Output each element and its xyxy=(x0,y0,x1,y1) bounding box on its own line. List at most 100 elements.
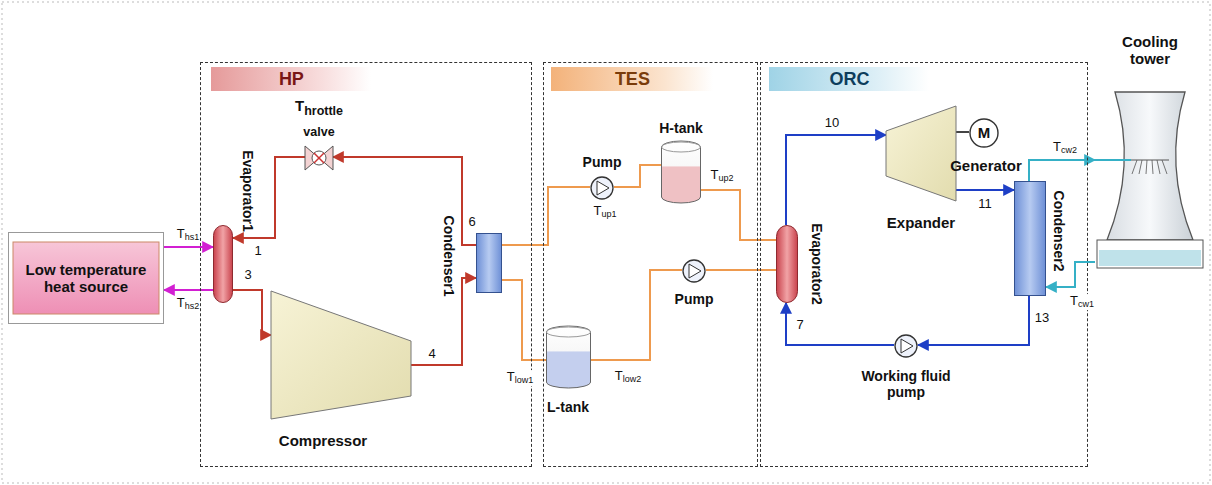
flow-line xyxy=(706,269,776,271)
component-shape xyxy=(305,145,333,171)
component-label: Compressor xyxy=(279,432,367,449)
component-pump: Pump xyxy=(682,259,706,283)
component-shape xyxy=(271,291,411,419)
temperature-label: Tcw1 xyxy=(1069,294,1095,310)
state-point-number: 10 xyxy=(824,116,840,130)
component-label: Pump xyxy=(583,154,622,170)
shape-part xyxy=(1099,250,1201,266)
shape-part xyxy=(477,234,502,293)
flow-line xyxy=(956,189,1014,191)
shape-part xyxy=(777,226,798,303)
shape-part xyxy=(1107,92,1193,240)
component-shape xyxy=(1014,181,1046,296)
component-cond: Condenser2 xyxy=(1014,181,1046,296)
shape-part xyxy=(886,106,956,201)
component-exp: Expander xyxy=(886,106,956,201)
shape-part xyxy=(1139,160,1142,174)
component-label: Low temperature heat source xyxy=(18,261,154,296)
state-point-number: 7 xyxy=(795,318,804,332)
component-label: Throttle valve xyxy=(283,97,355,140)
component-label: Condenser1 xyxy=(441,216,457,297)
shape-part xyxy=(662,142,701,152)
subscript: hs1 xyxy=(185,232,200,242)
subscript: up1 xyxy=(601,209,616,219)
component-label: Pump xyxy=(675,291,714,307)
flow-line xyxy=(956,131,969,133)
shape-part xyxy=(547,326,591,388)
temperature-label: Tcw2 xyxy=(1052,140,1078,156)
shape-part xyxy=(312,151,326,165)
component-pump: Working fluid pump xyxy=(894,334,918,358)
shape-part xyxy=(1015,182,1046,296)
flow-line xyxy=(502,280,546,360)
subscript: low2 xyxy=(623,374,642,384)
component-evap: Evaporator1 xyxy=(213,225,233,303)
group-header: ORC xyxy=(769,67,929,91)
state-point-number: 4 xyxy=(427,347,436,361)
component-label: M xyxy=(978,124,991,141)
component-shape xyxy=(1095,92,1205,270)
shape-part xyxy=(547,327,591,337)
shape-part xyxy=(1097,240,1203,268)
state-point-number: 1 xyxy=(253,244,262,258)
component-label: Condenser2 xyxy=(1051,191,1067,272)
component-tower: Cooling tower xyxy=(1095,92,1205,270)
state-point-number: 13 xyxy=(1034,311,1050,325)
state-point-number: 11 xyxy=(977,197,993,211)
subsystem-group: ORCEvaporator2ExpanderMGeneratorCondense… xyxy=(760,62,1088,467)
component-pump: Pump xyxy=(590,176,614,200)
shape-part xyxy=(895,335,917,357)
subscript: low1 xyxy=(515,375,534,385)
component-label: Working fluid pump xyxy=(858,368,954,400)
flow-line xyxy=(164,289,213,291)
component-shape xyxy=(476,233,502,293)
temperature-label: Tlow2 xyxy=(614,369,642,385)
group-header: TES xyxy=(551,67,713,91)
shape-part xyxy=(1157,160,1160,174)
flow-line xyxy=(502,187,590,245)
component-shape xyxy=(213,225,233,303)
state-point-number: 6 xyxy=(467,215,476,229)
shape-part xyxy=(314,153,324,163)
component-gen: MGenerator xyxy=(969,118,999,148)
component-label: Cooling tower xyxy=(1108,33,1192,68)
shape-part xyxy=(683,260,705,282)
component-valve: Throttle valve xyxy=(305,145,333,171)
component-shape xyxy=(886,106,956,201)
component-cond: Condenser1 xyxy=(476,233,502,293)
subscript: cw1 xyxy=(1078,299,1094,309)
temperature-label: Tup2 xyxy=(710,168,735,184)
component-tankH: H-tank xyxy=(661,141,701,203)
component-label: Generator xyxy=(950,157,1022,174)
component-label: L-tank xyxy=(547,399,589,415)
flow-line xyxy=(1029,160,1095,181)
component-shape xyxy=(546,326,591,388)
component-label: H-tank xyxy=(659,120,703,136)
shape-part xyxy=(970,119,998,147)
flow-line xyxy=(786,303,894,345)
subscript: cw2 xyxy=(1061,145,1077,155)
shape-part xyxy=(314,153,324,163)
state-point-number: 3 xyxy=(243,268,252,282)
flow-line xyxy=(164,246,213,248)
subscript: hrottle valve xyxy=(303,104,343,139)
shape-part xyxy=(214,226,233,303)
shape-part xyxy=(591,177,613,199)
shape-part xyxy=(1095,159,1131,161)
temperature-label: Ths2 xyxy=(176,296,200,312)
component-shape xyxy=(894,334,918,358)
temperature-label: Ths1 xyxy=(176,227,200,243)
flow-line xyxy=(591,270,682,360)
shape-part xyxy=(1162,160,1167,174)
subsystem-group: TES Pump H-tankL-tank Pump xyxy=(543,62,758,467)
temperature-label: Tup1 xyxy=(593,204,618,220)
component-tankL: L-tank xyxy=(546,326,591,388)
shape-part xyxy=(13,242,159,314)
shape-part xyxy=(1152,160,1153,174)
component-label: Evaporator2 xyxy=(809,223,825,305)
shape-part xyxy=(271,291,411,419)
component-shape xyxy=(776,225,798,303)
component-shape xyxy=(682,259,706,283)
